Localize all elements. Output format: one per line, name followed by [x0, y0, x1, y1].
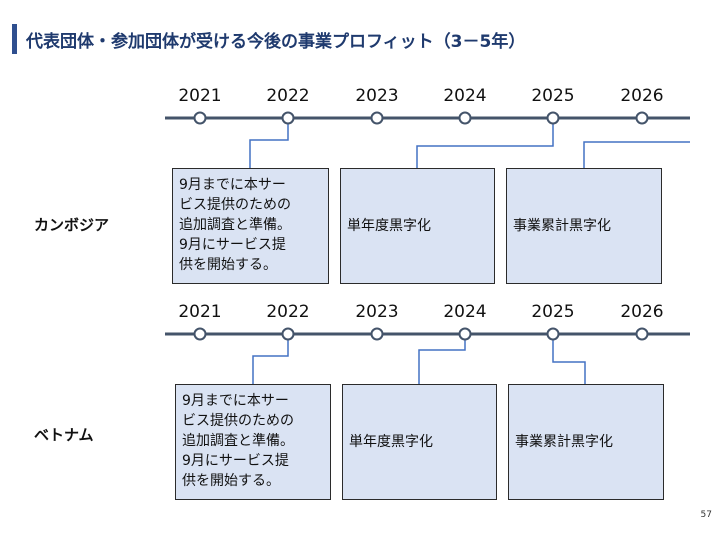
- timeline-section-cambodia: 2021 2022 2023 2024 2025 2026 9月までに本サー ビ…: [0, 86, 720, 296]
- timeline-node: [193, 327, 207, 341]
- milestone-box: 事業累計黒字化: [506, 168, 662, 284]
- timeline-node: [370, 327, 384, 341]
- milestone-text: 9月までに本サー ビス提供のための 追加調査と準備。 9月にサービス提 供を開始…: [179, 177, 291, 273]
- timeline-node: [281, 327, 295, 341]
- timeline-node: [458, 327, 472, 341]
- year-label: 2023: [355, 302, 399, 322]
- year-label: 2021: [178, 302, 222, 322]
- timeline-section-vietnam: 2021 2022 2023 2024 2025 2026 9月までに本サー ビ…: [0, 302, 720, 512]
- year-labels: 2021 2022 2023 2024 2025 2026: [0, 302, 720, 326]
- milestone-box: 事業累計黒字化: [508, 384, 664, 500]
- timeline-node: [458, 111, 472, 125]
- year-labels: 2021 2022 2023 2024 2025 2026: [0, 86, 720, 110]
- timeline-graphic: [165, 327, 690, 384]
- country-label: ベトナム: [34, 426, 94, 444]
- connector-line: [418, 334, 466, 384]
- year-label: 2023: [355, 86, 399, 106]
- year-label: 2024: [443, 86, 487, 106]
- timeline-node: [635, 327, 649, 341]
- year-label: 2021: [178, 86, 222, 106]
- timeline-node: [370, 111, 384, 125]
- connector-line: [249, 118, 289, 168]
- page-number: 57: [700, 510, 712, 520]
- milestone-text: 9月までに本サー ビス提供のための 追加調査と準備。 9月にサービス提 供を開始…: [182, 393, 294, 489]
- year-label: 2025: [531, 86, 575, 106]
- milestone-box: 9月までに本サー ビス提供のための 追加調査と準備。 9月にサービス提 供を開始…: [172, 168, 329, 284]
- milestone-box: 9月までに本サー ビス提供のための 追加調査と準備。 9月にサービス提 供を開始…: [175, 384, 331, 500]
- timeline-node: [193, 111, 207, 125]
- timeline-graphic: [165, 111, 690, 168]
- year-label: 2026: [620, 302, 664, 322]
- connector-line: [552, 334, 586, 384]
- connector-line: [416, 118, 554, 168]
- timeline-node: [546, 327, 560, 341]
- year-label: 2024: [443, 302, 487, 322]
- milestone-text: 単年度黒字化: [349, 434, 433, 450]
- year-label: 2022: [266, 302, 310, 322]
- year-label: 2025: [531, 302, 575, 322]
- connector-line: [583, 141, 690, 168]
- connector-line: [252, 334, 289, 384]
- timeline-node: [546, 111, 560, 125]
- country-label: カンボジア: [34, 216, 110, 234]
- milestone-text: 事業累計黒字化: [513, 218, 611, 234]
- year-label: 2026: [620, 86, 664, 106]
- milestone-text: 単年度黒字化: [347, 218, 431, 234]
- year-label: 2022: [266, 86, 310, 106]
- title-accent-bar: [12, 24, 17, 54]
- milestone-box: 単年度黒字化: [340, 168, 495, 284]
- slide-title: 代表団体・参加団体が受ける今後の事業プロフィット（3－5年）: [26, 32, 526, 52]
- milestone-box: 単年度黒字化: [342, 384, 497, 500]
- milestone-text: 事業累計黒字化: [515, 434, 613, 450]
- timeline-node: [281, 111, 295, 125]
- timeline-node: [635, 111, 649, 125]
